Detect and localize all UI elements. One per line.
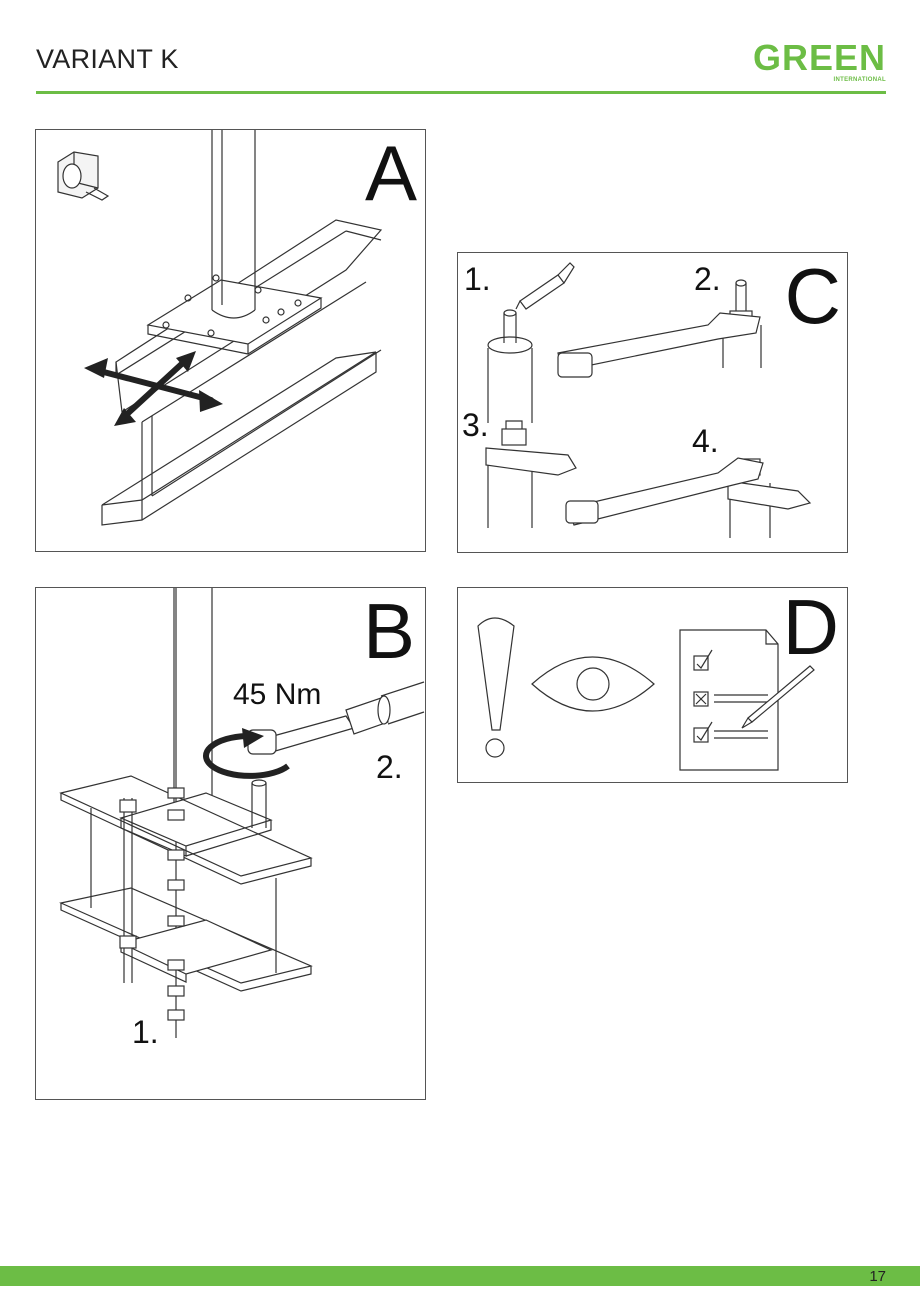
panel-a: A xyxy=(35,129,426,552)
step-label-c3: 3. xyxy=(462,407,489,443)
panel-b-drawing xyxy=(59,588,425,1038)
step-label-c4: 4. xyxy=(692,423,719,459)
step-label-c2: 2. xyxy=(694,261,721,297)
panel-letter-a: A xyxy=(364,129,417,217)
eye-icon xyxy=(531,656,655,712)
rotation-arrowhead xyxy=(242,728,264,748)
panel-letter-d: D xyxy=(782,583,839,671)
adjust-arrows-icon xyxy=(93,357,214,418)
rotation-arrow-icon xyxy=(203,733,290,779)
panel-b: B 45 Nm 2. 1. xyxy=(35,587,426,1100)
tape-measure-icon xyxy=(57,151,110,201)
panel-c: C 1. 2. 3. 4. xyxy=(457,252,848,553)
panel-d: D xyxy=(457,587,848,783)
step-label-b1: 1. xyxy=(132,1014,159,1050)
footer-bar xyxy=(0,1266,920,1286)
page-number: 17 xyxy=(869,1268,886,1285)
panel-letter-c: C xyxy=(784,252,841,340)
step-label-c1: 1. xyxy=(464,261,491,297)
logo-wordmark: GREEN xyxy=(752,37,886,78)
page-title: VARIANT K xyxy=(36,44,179,74)
checklist-icon xyxy=(679,629,815,771)
panel-letter-b: B xyxy=(362,587,415,675)
panel-c-drawing xyxy=(485,262,812,538)
warning-icon xyxy=(477,617,515,758)
brand-logo: GREEN INTERNATIONAL xyxy=(746,40,886,84)
torque-value: 45 Nm xyxy=(233,678,322,711)
panel-a-drawing xyxy=(57,130,383,526)
step-label-b2: 2. xyxy=(376,749,403,785)
panel-d-drawing xyxy=(477,617,815,771)
logo-subtitle: INTERNATIONAL xyxy=(833,77,886,83)
header-rule xyxy=(36,91,886,94)
